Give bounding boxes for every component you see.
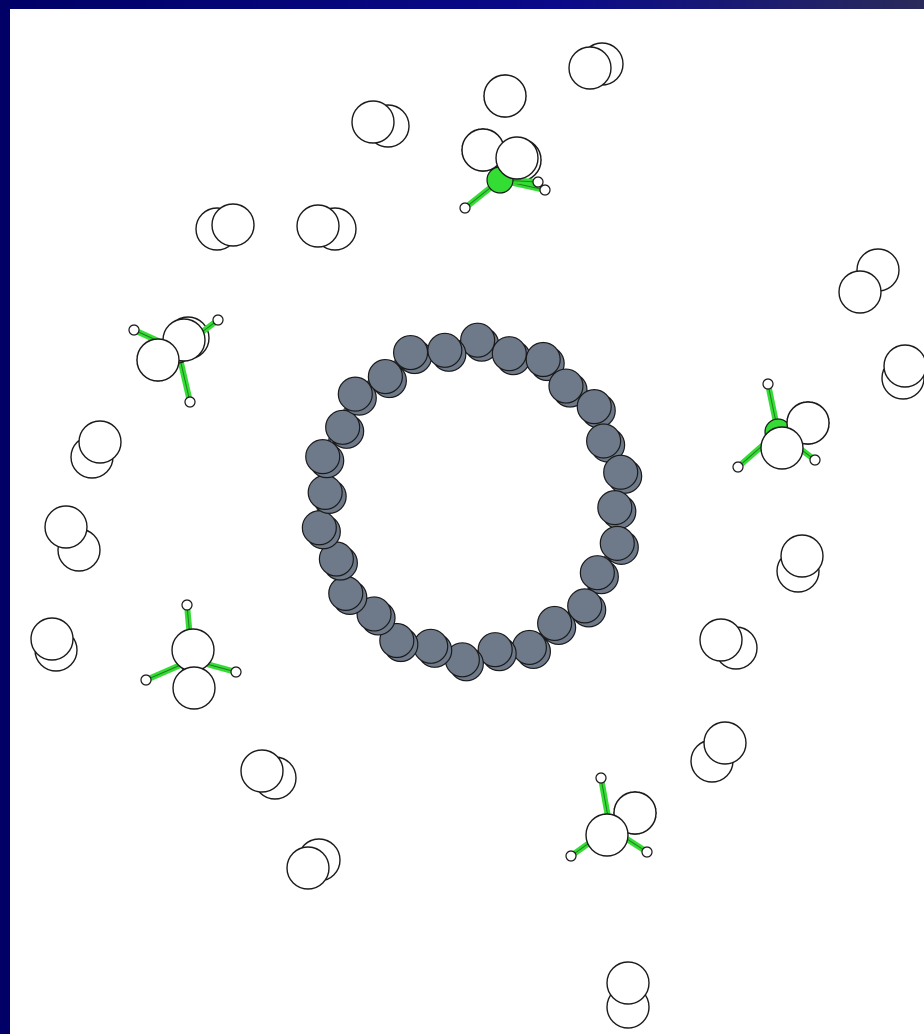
nanotube-atom xyxy=(525,341,561,378)
nanotube-atom xyxy=(597,489,633,526)
atom-front xyxy=(351,100,395,144)
large-atom xyxy=(585,813,629,857)
terminal-atom xyxy=(184,396,196,408)
atom-front xyxy=(296,204,340,248)
molecule-layer xyxy=(128,128,830,862)
atom-front xyxy=(30,617,74,661)
terminal-atom xyxy=(532,176,544,188)
terminal-atom xyxy=(641,846,653,858)
title-band xyxy=(0,0,924,10)
terminal-atom xyxy=(128,324,140,336)
free-atom-pair xyxy=(195,203,255,251)
atom-front xyxy=(838,270,882,314)
terminal-atom xyxy=(140,674,152,686)
free-atom-pair xyxy=(838,248,900,314)
nanotube-atom xyxy=(337,376,373,412)
free-atom-pair xyxy=(483,74,527,118)
atom-front xyxy=(44,505,88,549)
image-panel xyxy=(10,9,924,1034)
nanotube-atom xyxy=(301,510,337,546)
nanotube-atom xyxy=(307,474,343,511)
nanotube-atom xyxy=(367,358,403,395)
terminal-atom xyxy=(212,314,224,326)
free-atom-layer xyxy=(30,42,924,1029)
nanotube-atom xyxy=(567,588,603,624)
large-atom xyxy=(760,426,804,470)
terminal-atom xyxy=(762,378,774,390)
nanotube-atom xyxy=(427,332,463,368)
atom-front xyxy=(483,74,527,118)
large-atom xyxy=(172,666,216,710)
large-atom xyxy=(171,628,215,672)
terminal-atom xyxy=(181,599,193,611)
terminal-atom xyxy=(565,850,577,862)
tetrahedral-molecule xyxy=(459,128,551,214)
free-atom-pair xyxy=(881,344,924,400)
atom-front xyxy=(286,846,330,890)
atom-front xyxy=(211,203,255,247)
large-atom xyxy=(136,338,180,382)
free-atom-pair xyxy=(240,749,297,800)
nanotube-atom xyxy=(305,439,341,475)
terminal-atom xyxy=(809,454,821,466)
nanotube-atom xyxy=(579,555,615,591)
terminal-atom xyxy=(459,202,471,214)
terminal-atom xyxy=(230,666,242,678)
nanotube-atom xyxy=(325,409,361,445)
nanotube-atom xyxy=(548,368,584,404)
atom-front xyxy=(78,420,122,464)
large-atom xyxy=(495,136,539,180)
atom-front xyxy=(568,46,612,90)
terminal-atom xyxy=(732,461,744,473)
nanotube-atom xyxy=(511,629,548,666)
carbon-nanotube-ring xyxy=(301,322,643,682)
atom-front xyxy=(703,721,747,765)
nanotube-atom xyxy=(599,525,635,561)
atom-front xyxy=(699,618,743,662)
nanotube-atom xyxy=(586,423,622,459)
nanotube-atom xyxy=(477,632,513,668)
terminal-atom xyxy=(595,772,607,784)
free-atom-pair xyxy=(44,505,101,572)
terminal-atom xyxy=(539,184,551,196)
nanotube-atom xyxy=(356,596,392,632)
tetrahedral-molecule xyxy=(732,378,830,473)
nanotube-atom xyxy=(537,605,573,642)
free-atom-pair xyxy=(70,420,122,479)
nanotube-atom xyxy=(491,336,527,372)
free-atom-pair xyxy=(568,42,624,90)
atom-front xyxy=(240,749,284,793)
free-atom-pair xyxy=(286,838,341,890)
nanotube-atom xyxy=(576,389,612,425)
tetrahedral-molecule xyxy=(565,772,657,862)
atom-front xyxy=(606,961,650,1005)
free-atom-pair xyxy=(776,534,824,593)
free-atom-pair xyxy=(699,618,758,670)
atom-front xyxy=(883,344,924,388)
free-atom-pair xyxy=(296,204,357,251)
nanotube-atom xyxy=(413,628,449,664)
tetrahedral-molecule xyxy=(128,314,224,408)
free-atom-pair xyxy=(351,100,410,148)
nanotube-atom xyxy=(328,575,364,611)
atom-front xyxy=(780,534,824,578)
nanotube-atom xyxy=(392,334,429,371)
free-atom-pair xyxy=(690,721,747,783)
tetrahedral-molecule xyxy=(140,599,242,710)
free-atom-pair xyxy=(30,617,78,672)
nanotube-atom xyxy=(603,454,639,490)
nanotube-atom xyxy=(460,322,496,358)
free-atom-pair xyxy=(606,961,650,1029)
